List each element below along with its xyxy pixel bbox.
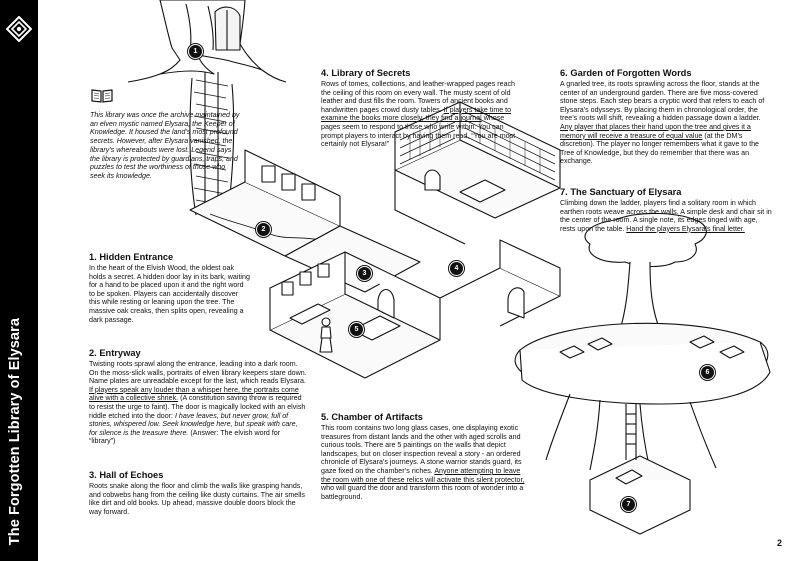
final-letter-note: Hand the players Elysara’s final letter. [626,224,745,233]
section-title: 2. Entryway [89,348,141,358]
portrait-trap-note: If players speak any louder than a whisp… [89,385,299,403]
diamond-logo-icon [6,16,32,42]
section-title: 3. Hall of Echoes [89,470,164,480]
section-hall-of-echoes: 3. Hall of Echoes Roots snake along the … [89,470,307,516]
section-body: Twisting roots sprawl along the entrance… [89,360,307,446]
section-body: Climbing down the ladder, players find a… [560,199,772,233]
riddle-answer: (Answer: The elvish word for “library”) [89,428,281,446]
open-book-icon [91,89,113,103]
journal-note: If players take time to examine the book… [321,105,512,123]
section-title: 5. Chamber of Artifacts [321,412,423,422]
section-sanctuary-of-elysara: 7. The Sanctuary of Elysara Climbing dow… [560,187,772,233]
map-marker-6: 6 [700,365,715,380]
section-body: In the heart of the Elvish Wood, the old… [89,264,250,324]
section-garden-of-forgotten-words: 6. Garden of Forgotten Words A gnarled t… [560,68,772,166]
section-title: 1. Hidden Entrance [89,252,174,262]
section-body: Roots snake along the floor and climb th… [89,482,305,516]
section-entryway: 2. Entryway Twisting roots sprawl along … [89,348,307,446]
lore-intro: This library was once the archive mainta… [90,111,240,180]
section-body: A gnarled tree, its roots sprawling acro… [560,80,765,166]
door-riddle: I have leaves, but never grow, full of s… [89,411,298,437]
spine-bar: The Forgotten Library of Elysara [0,0,38,561]
map-marker-1: 1 [188,44,203,59]
map-marker-2: 2 [256,222,271,237]
section-title: 6. Garden of Forgotten Words [560,68,692,78]
section-chamber-of-artifacts: 5. Chamber of Artifacts This room contai… [321,412,531,501]
section-title: 7. The Sanctuary of Elysara [560,187,682,197]
relic-guard-note: Anyone attempting to leave the room with… [321,466,525,484]
section-title: 4. Library of Secrets [321,68,411,78]
section-body: This room contains two long glass cases,… [321,424,525,501]
map-marker-4: 4 [449,261,464,276]
page-number: 2 [776,538,782,548]
map-marker-3: 3 [357,266,372,281]
section-library-of-secrets: 4. Library of Secrets Rows of tomes, col… [321,68,521,149]
section-body: Rows of tomes, collections, and leather-… [321,80,516,149]
map-marker-7: 7 [621,497,636,512]
memory-exchange-note: Any player that places their hand upon t… [560,122,751,140]
map-marker-5: 5 [349,322,364,337]
section-hidden-entrance: 1. Hidden Entrance In the heart of the E… [89,252,251,324]
